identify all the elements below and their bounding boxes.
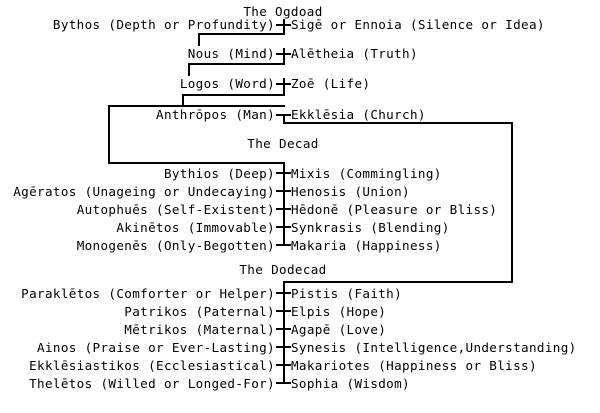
aeon-left-anthropos: Anthrōpos (Man) <box>156 107 275 122</box>
aeon-right-zoe: Zoē (Life) <box>291 76 371 91</box>
section-heading-dodecad: The Dodecad <box>239 262 327 277</box>
aeon-left-akinetos: Akinētos (Immovable) <box>116 220 275 235</box>
dodecad-feed-top-bridge <box>283 122 513 124</box>
descent-bridge-ogdoad-2 <box>188 63 285 65</box>
aeon-right-makaria: Makaria (Happiness) <box>291 238 442 253</box>
aeon-right-elpis: Elpis (Hope) <box>291 304 387 319</box>
descent-bridge-ogdoad-3 <box>182 94 285 96</box>
decad-feed-top-bridge <box>108 105 285 107</box>
aeon-right-synkrasis: Synkrasis (Blending) <box>291 220 450 235</box>
decad-spine <box>283 162 285 246</box>
aeon-right-aletheia: Alētheia (Truth) <box>291 46 418 61</box>
aeon-left-bythios: Bythios (Deep) <box>163 166 275 181</box>
descent-stub-ogdoad-2 <box>283 48 285 63</box>
aeon-left-theletos: Thelētos (Willed or Longed-For) <box>29 376 275 391</box>
aeon-left-parakletos: Paraklētos (Comforter or Helper) <box>21 286 275 301</box>
decad-tick-5 <box>276 244 291 246</box>
aeon-left-ekklesiastikos: Ekklēsiastikos (Ecclesiastical) <box>29 358 275 373</box>
aeon-right-ekklesia: Ekklēsia (Church) <box>291 107 426 122</box>
aeon-right-sophia: Sophia (Wisdom) <box>291 376 410 391</box>
aeon-left-metrikos: Mētrikos (Maternal) <box>124 322 275 337</box>
dodecad-feed-bottom-bridge <box>283 281 513 283</box>
dodecad-feed-right-rail <box>511 122 513 282</box>
aeon-left-logos: Logos (Word) <box>179 76 275 91</box>
decad-tick-4 <box>276 226 291 228</box>
aeon-left-bythos: Bythos (Depth or Profundity) <box>52 17 275 32</box>
descent-bridge-ogdoad-1 <box>198 33 285 35</box>
dodecad-tick-1 <box>276 292 291 294</box>
section-heading-ogdoad: The Ogdoad <box>243 4 323 19</box>
descent-stub-ogdoad-3 <box>283 78 285 94</box>
aeon-left-monogenes: Monogenēs (Only-Begotten) <box>76 238 275 253</box>
aeon-right-pistis: Pistis (Faith) <box>291 286 403 301</box>
aeon-right-agape: Agapē (Love) <box>291 322 387 337</box>
aeon-right-synesis: Synesis (Intelligence,Understanding) <box>291 340 577 355</box>
aeon-right-henosis: Henosis (Union) <box>291 184 410 199</box>
aeon-right-mixis: Mixis (Commingling) <box>291 166 442 181</box>
aeon-right-sige: Sigē or Ennoia (Silence or Idea) <box>291 17 545 32</box>
section-heading-decad: The Decad <box>247 136 319 151</box>
dodecad-tick-3 <box>276 328 291 330</box>
dodecad-tick-5 <box>276 364 291 366</box>
decad-tick-1 <box>276 172 291 174</box>
aeon-left-patrikos: Patrikos (Paternal) <box>124 304 275 319</box>
dodecad-tick-6 <box>276 382 291 384</box>
decad-feed-bottom-bridge <box>108 162 285 164</box>
aeon-left-ageratos: Agēratos (Unageing or Undecaying) <box>13 184 275 199</box>
aeon-left-nous: Nous (Mind) <box>187 46 275 61</box>
dodecad-feed-stub <box>283 114 285 124</box>
decad-tick-3 <box>276 208 291 210</box>
aeon-right-makariotes: Makariotes (Happiness or Bliss) <box>291 358 537 373</box>
dodecad-spine <box>283 281 285 383</box>
descent-stub-ogdoad-1 <box>283 19 285 33</box>
aeon-right-hedone: Hēdonē (Pleasure or Bliss) <box>291 202 498 217</box>
descent-drop-ogdoad-2 <box>188 63 190 76</box>
aeon-left-autophues: Autophuēs (Self-Existent) <box>76 202 275 217</box>
decad-feed-left-rail <box>108 105 110 164</box>
descent-drop-ogdoad-1 <box>198 33 200 46</box>
dodecad-tick-4 <box>276 346 291 348</box>
decad-tick-2 <box>276 190 291 192</box>
dodecad-tick-2 <box>276 310 291 312</box>
descent-drop-ogdoad-3 <box>182 94 184 107</box>
aeon-left-ainos: Ainos (Praise or Ever-Lasting) <box>37 340 275 355</box>
